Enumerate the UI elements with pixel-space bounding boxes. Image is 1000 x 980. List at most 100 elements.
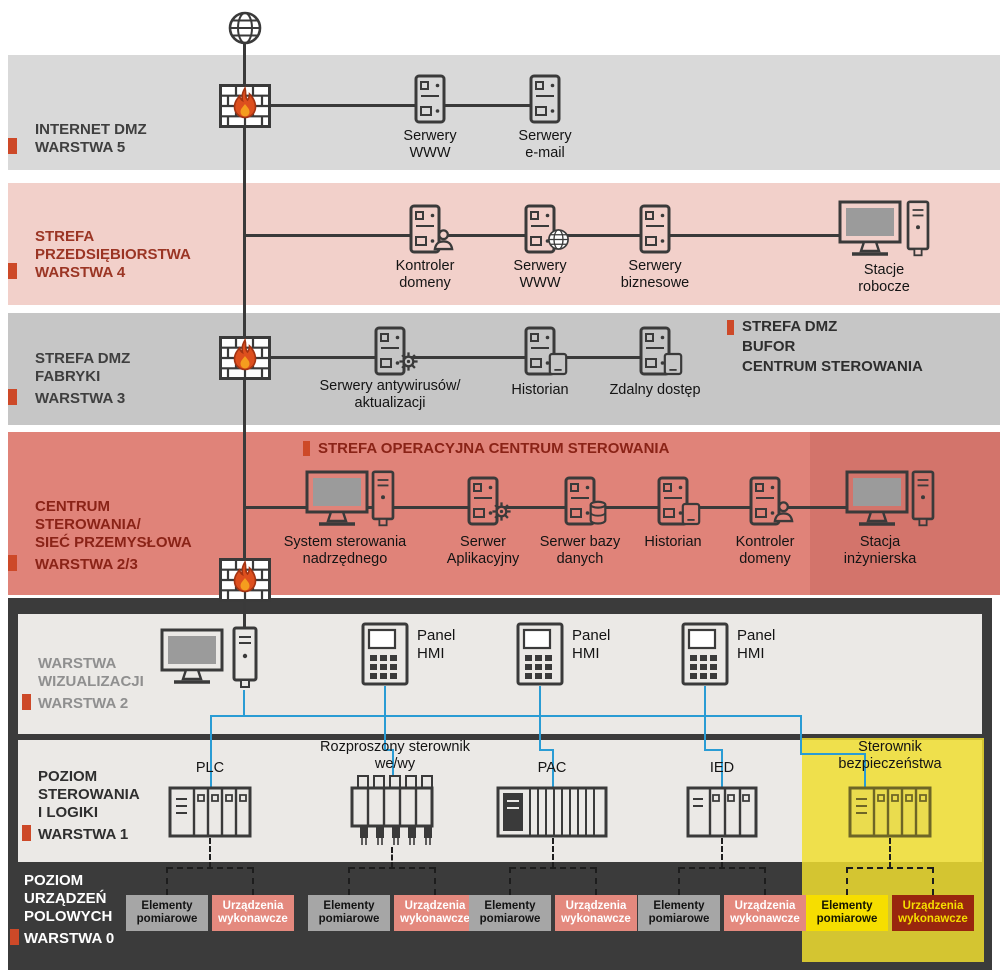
layer-label-field: WARSTWA 0 [24, 930, 115, 947]
field-connection-line [510, 867, 596, 869]
hmi-network-line [392, 749, 394, 779]
zone-header-operacyjna: STREFA OPERACYJNA CENTRUM STEROWANIA [318, 440, 670, 457]
node-label-plc: PLC [195, 760, 225, 776]
server-icon [529, 74, 561, 124]
monitor-icon [160, 628, 224, 686]
zone-label-l3: FABRYKI [35, 368, 101, 385]
zone-label-l5: INTERNET DMZ [35, 121, 147, 138]
pc-tower-icon [911, 470, 935, 528]
zone-label-l23: CENTRUM [35, 498, 110, 515]
zone-label-dmz-bufor: STREFA DMZ [742, 318, 838, 335]
field-connection-line [252, 867, 254, 895]
hmi-network-line [721, 749, 723, 787]
field-connection-line [391, 847, 393, 868]
field-connection-line [721, 838, 723, 868]
bus-line-l3 [245, 356, 655, 359]
monitor-icon [838, 200, 902, 258]
person-icon [432, 228, 455, 251]
zone-label-ctrl: I LOGIKI [38, 804, 98, 821]
field-connection-line [679, 867, 765, 869]
hmi-panel-icon [681, 622, 729, 686]
server-icon [639, 204, 671, 254]
zone-label-field: URZĄDZEŃ [24, 890, 107, 907]
gear-icon [490, 500, 513, 523]
field-connection-line [209, 838, 211, 868]
zone-marker [727, 320, 734, 335]
zone-label-field: POZIOM [24, 872, 84, 889]
field-connection-line [434, 867, 436, 895]
hmi-network-line [210, 715, 802, 717]
zone-marker [8, 138, 17, 154]
hmi-network-line [552, 749, 554, 787]
hmi-network-line [864, 753, 866, 787]
firewall-icon [219, 84, 271, 128]
band-factory-dmz [8, 313, 1000, 425]
node-label-historian: Historian [644, 534, 702, 550]
pac-rack-icon [496, 786, 608, 838]
device-icon [681, 502, 701, 526]
layer-label-l3: WARSTWA 3 [35, 390, 126, 407]
layer-label-l23: WARSTWA 2/3 [35, 556, 138, 573]
safety-plc-icon [848, 786, 932, 838]
node-label-serwery-antywirusow: Serwery antywirusów/aktualizacji [319, 378, 461, 412]
node-label-ied: IED [709, 760, 735, 776]
zone-marker [22, 694, 31, 710]
zone-label-ctrl: POZIOM [38, 768, 98, 785]
zone-marker [22, 825, 31, 841]
ied-rack-icon [686, 786, 758, 838]
hmi-network-line [704, 686, 706, 751]
field-connection-line [595, 867, 597, 895]
distributed-io-icon [350, 773, 434, 847]
zone-label-l3: STREFA DMZ [35, 350, 131, 367]
hmi-network-line [539, 686, 541, 751]
hmi-network-line [243, 690, 245, 716]
field-connection-line [889, 838, 891, 868]
zone-label-l4: PRZEDSIĘBIORSTWA [35, 246, 191, 263]
field-connection-line [166, 867, 168, 895]
pc-tower-icon [232, 626, 258, 690]
band-enterprise [8, 183, 1000, 305]
server-icon [414, 74, 446, 124]
zone-label-dmz-bufor: BUFOR [742, 338, 796, 355]
field-connection-line [846, 867, 848, 895]
internet-globe-icon [227, 10, 263, 46]
hmi-network-line [539, 749, 554, 751]
gear-icon [397, 350, 420, 373]
field-connection-line [847, 867, 933, 869]
pc-tower-icon [906, 200, 930, 258]
person-icon [772, 500, 795, 523]
field-connection-line [509, 867, 511, 895]
zone-marker [8, 263, 17, 279]
plc-rack-icon [168, 786, 252, 838]
field-connection-line [167, 867, 253, 869]
layer-label-l5: WARSTWA 5 [35, 139, 126, 156]
zone-label-dmz-bufor: CENTRUM STEROWANIA [742, 358, 923, 375]
layer-label-viz: WARSTWA 2 [38, 695, 129, 712]
zone-label-l23: STEROWANIA/ [35, 516, 141, 533]
bus-line-l5 [245, 104, 545, 107]
field-connection-line [678, 867, 680, 895]
monitor-icon [305, 470, 369, 528]
